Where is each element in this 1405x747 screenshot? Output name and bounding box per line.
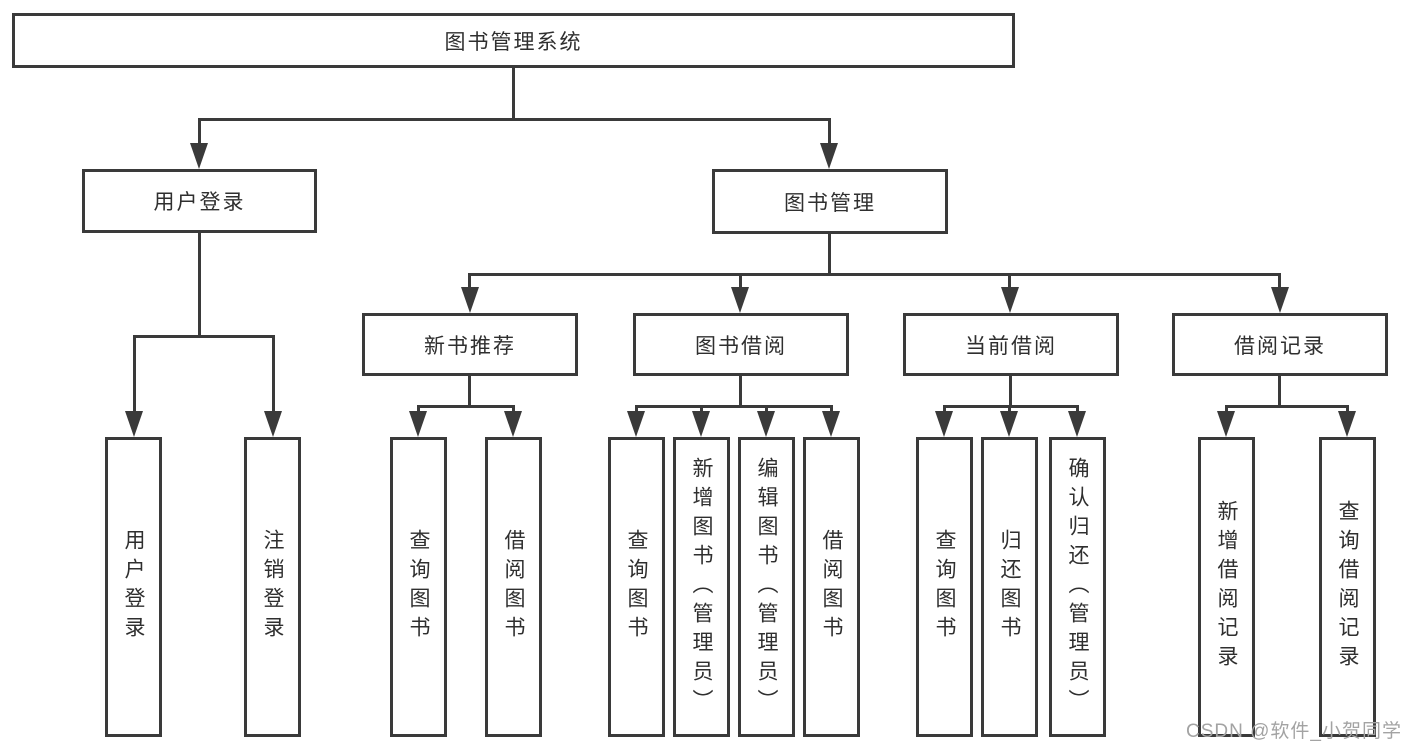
connector-stem bbox=[1008, 405, 1011, 415]
node-root: 图书管理系统 bbox=[12, 13, 1015, 68]
node-borrow-records-label: 借阅记录 bbox=[1234, 334, 1326, 358]
leaf-label: 借阅图书 bbox=[820, 529, 843, 645]
connector-stem bbox=[417, 405, 420, 415]
connector-stem bbox=[133, 335, 136, 415]
node-current-return-books: 归还图书 bbox=[981, 437, 1038, 737]
arrowhead-down-icon bbox=[1000, 411, 1018, 437]
arrowhead-down-icon bbox=[125, 411, 143, 437]
arrowhead-down-icon bbox=[409, 411, 427, 437]
connector-stem bbox=[635, 405, 638, 415]
leaf-label: 查询借阅记录 bbox=[1336, 500, 1359, 674]
connector-distributor bbox=[417, 405, 515, 408]
node-logout: 注销登录 bbox=[244, 437, 301, 737]
connector-stem bbox=[1346, 405, 1349, 415]
node-book-borrow: 图书借阅 bbox=[633, 313, 849, 376]
connector-stem bbox=[1278, 376, 1281, 408]
node-new-book-recommend: 新书推荐 bbox=[362, 313, 578, 376]
node-borrow-records: 借阅记录 bbox=[1172, 313, 1388, 376]
connector-stem bbox=[828, 118, 831, 150]
leaf-label: 归还图书 bbox=[998, 529, 1021, 645]
node-newrec-borrow-books: 借阅图书 bbox=[485, 437, 542, 737]
node-current-query-books: 查询图书 bbox=[916, 437, 973, 737]
node-current-borrow-label: 当前借阅 bbox=[965, 334, 1057, 358]
connector-root-stem bbox=[512, 68, 515, 120]
connector-distributor bbox=[635, 405, 833, 408]
leaf-label: 注销登录 bbox=[261, 529, 284, 645]
connector-distributor bbox=[1225, 405, 1349, 408]
connector-stem bbox=[739, 376, 742, 408]
arrowhead-down-icon bbox=[264, 411, 282, 437]
arrowhead-down-icon bbox=[757, 411, 775, 437]
leaf-label: 查询图书 bbox=[933, 529, 956, 645]
node-borrow-borrow-books: 借阅图书 bbox=[803, 437, 860, 737]
connector-stem bbox=[512, 405, 515, 415]
connector-distributor bbox=[943, 405, 1079, 408]
arrowhead-down-icon bbox=[1001, 287, 1019, 313]
arrowhead-down-icon bbox=[731, 287, 749, 313]
node-records-add-record: 新增借阅记录 bbox=[1198, 437, 1255, 737]
leaf-label: 编辑图书（管理员） bbox=[755, 456, 778, 718]
connector-stem bbox=[272, 335, 275, 415]
node-book-borrow-label: 图书借阅 bbox=[695, 334, 787, 358]
arrowhead-down-icon bbox=[190, 143, 208, 169]
connector-stem bbox=[739, 273, 742, 291]
node-borrow-add-books-admin: 新增图书（管理员） bbox=[673, 437, 730, 737]
connector-stem bbox=[700, 405, 703, 415]
leaf-label: 确认归还（管理员） bbox=[1066, 456, 1089, 718]
node-newrec-query-books: 查询图书 bbox=[390, 437, 447, 737]
connector-stem bbox=[1008, 273, 1011, 291]
connector-stem bbox=[1009, 376, 1012, 408]
connector-stem bbox=[1076, 405, 1079, 415]
arrowhead-down-icon bbox=[1338, 411, 1356, 437]
arrowhead-down-icon bbox=[820, 143, 838, 169]
connector-stem bbox=[765, 405, 768, 415]
arrowhead-down-icon bbox=[627, 411, 645, 437]
node-new-book-recommend-label: 新书推荐 bbox=[424, 334, 516, 358]
leaf-label: 新增图书（管理员） bbox=[690, 456, 713, 718]
node-book-management-label: 图书管理 bbox=[784, 191, 876, 215]
arrowhead-down-icon bbox=[1271, 287, 1289, 313]
connector-stem bbox=[468, 273, 471, 291]
connector-stem bbox=[1278, 273, 1281, 291]
node-user-login: 用户登录 bbox=[82, 169, 317, 233]
node-book-management: 图书管理 bbox=[712, 169, 948, 234]
connector-stem bbox=[1225, 405, 1228, 415]
arrowhead-down-icon bbox=[822, 411, 840, 437]
leaf-label: 查询图书 bbox=[625, 529, 648, 645]
node-user-login-label: 用户登录 bbox=[153, 191, 246, 214]
arrowhead-down-icon bbox=[692, 411, 710, 437]
connector-root-distributor bbox=[198, 118, 831, 121]
connector-stem bbox=[943, 405, 946, 415]
node-root-label: 图书管理系统 bbox=[444, 30, 583, 54]
csdn-watermark: CSDN @软件_小贺同学 bbox=[1186, 721, 1402, 742]
node-user-login-action: 用户登录 bbox=[105, 437, 162, 737]
connector-stem bbox=[198, 118, 201, 150]
node-borrow-query-books: 查询图书 bbox=[608, 437, 665, 737]
connector-stem bbox=[830, 405, 833, 415]
leaf-label: 用户登录 bbox=[122, 529, 145, 645]
arrowhead-down-icon bbox=[935, 411, 953, 437]
leaf-label: 查询图书 bbox=[407, 529, 430, 645]
connector-book-management-distributor bbox=[468, 273, 1281, 276]
connector-book-management-stem bbox=[828, 234, 831, 276]
arrowhead-down-icon bbox=[504, 411, 522, 437]
node-borrow-edit-books-admin: 编辑图书（管理员） bbox=[738, 437, 795, 737]
node-records-query-record: 查询借阅记录 bbox=[1319, 437, 1376, 737]
leaf-label: 新增借阅记录 bbox=[1215, 500, 1238, 674]
leaf-label: 借阅图书 bbox=[502, 529, 525, 645]
connector-user-login-stem bbox=[198, 233, 201, 338]
arrowhead-down-icon bbox=[1068, 411, 1086, 437]
node-current-borrow: 当前借阅 bbox=[903, 313, 1119, 376]
arrowhead-down-icon bbox=[461, 287, 479, 313]
node-current-confirm-return-admin: 确认归还（管理员） bbox=[1049, 437, 1106, 737]
arrowhead-down-icon bbox=[1217, 411, 1235, 437]
connector-user-login-distributor bbox=[133, 335, 275, 338]
connector-stem bbox=[468, 376, 471, 408]
